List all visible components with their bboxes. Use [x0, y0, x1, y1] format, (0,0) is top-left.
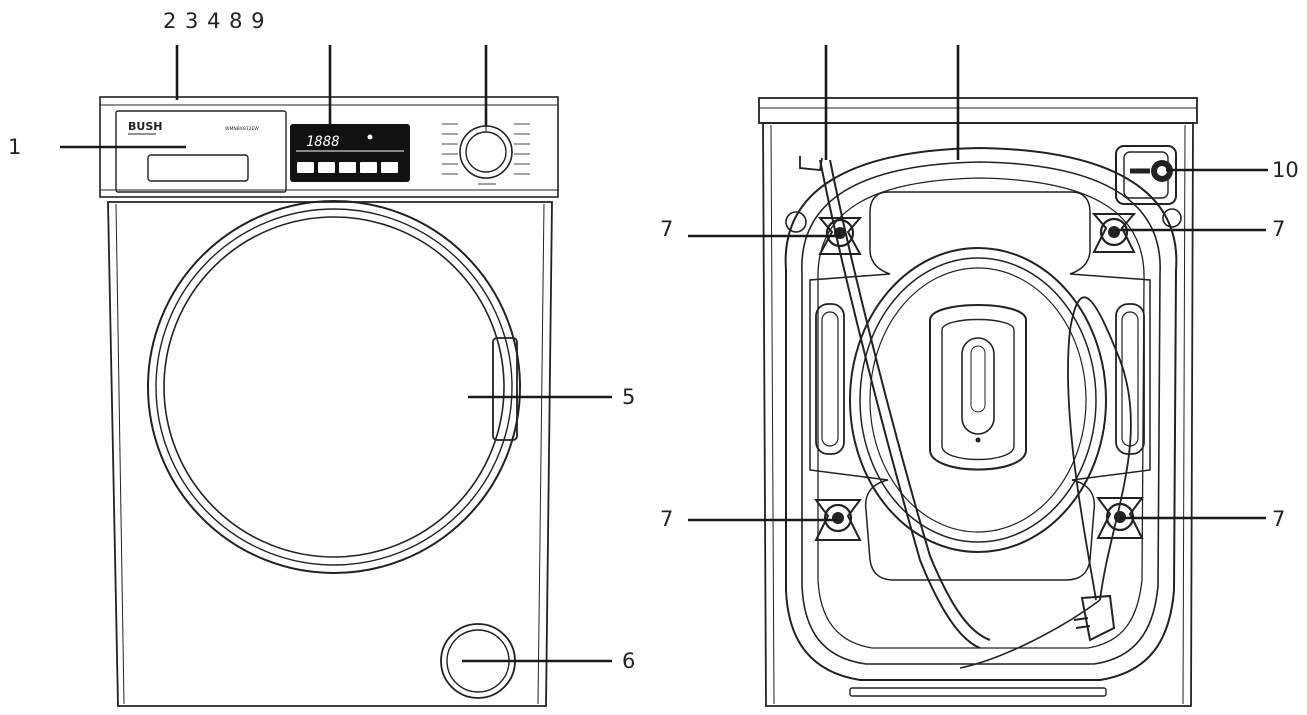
option-button-5[interactable]: [381, 162, 398, 173]
callout-foot-tr: 7: [1272, 217, 1285, 241]
callout-drawer: 1: [8, 135, 21, 159]
display-panel: [290, 124, 410, 182]
model-label: WMNBX812EW: [225, 126, 259, 132]
option-button-4[interactable]: [360, 162, 377, 173]
door[interactable]: [147, 200, 521, 574]
front-view: BUSH WMNBX812EW 1888: [99, 96, 559, 707]
option-button-2[interactable]: [318, 162, 335, 173]
callout-filter: 6: [622, 649, 635, 673]
drum-back: [849, 247, 1107, 553]
power-cable: [959, 296, 1132, 669]
rear-view: [758, 97, 1198, 707]
callout-top-left: 2 3 4 8 9: [163, 9, 266, 33]
callout-valve: 10: [1272, 158, 1299, 182]
callout-door: 5: [622, 385, 635, 409]
callout-lines: [60, 45, 1268, 663]
rear-body: [762, 122, 1194, 707]
door-handle[interactable]: [492, 337, 518, 441]
drawer-handle[interactable]: [147, 154, 249, 182]
option-buttons: [297, 162, 398, 173]
option-button-1[interactable]: [297, 162, 314, 173]
callout-labels: 2 3 4 8 9 1 5 6 7 7 7 7 10: [8, 9, 1299, 673]
option-button-3[interactable]: [339, 162, 356, 173]
callout-foot-br: 7: [1272, 507, 1285, 531]
rear-frame: [784, 146, 1178, 681]
drain-hose: [799, 156, 991, 649]
transit-bolt-top-right: [1091, 213, 1137, 253]
display-digits: 1888: [306, 134, 340, 150]
programme-dial[interactable]: [442, 123, 530, 185]
water-inlet-valve: [1115, 145, 1177, 205]
detergent-drawer[interactable]: [115, 110, 287, 193]
brand-logo: BUSH: [128, 120, 162, 133]
callout-foot-bl: 7: [660, 507, 673, 531]
callout-foot-tl: 7: [660, 217, 673, 241]
front-body: [107, 201, 553, 707]
